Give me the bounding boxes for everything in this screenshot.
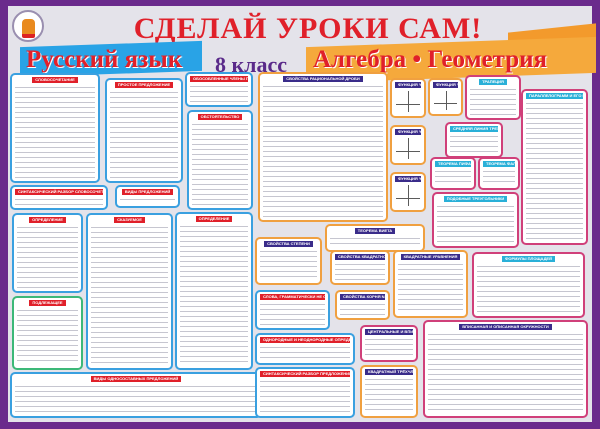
poster: СДЕЛАЙ УРОКИ САМ! Русский язык 8 класс А…	[8, 6, 596, 422]
section-one-part-sentences: Виды односоставных предложений	[10, 372, 262, 418]
section-title: Функция y = √x	[395, 176, 421, 182]
section-title: Параллелограмм и его виды	[526, 93, 583, 99]
section-inscribed-circles: Вписанная и описанная окружности	[423, 320, 588, 418]
section-title: Средняя линия треугольника	[450, 126, 498, 132]
section-title: Функция y = k/x	[395, 82, 421, 88]
section-quadratic-equations: Квадратные уравнения	[393, 250, 468, 318]
section-thales: Теорема Фалеса	[478, 157, 520, 190]
section-title: Обстоятельство	[197, 114, 243, 120]
section-sentence-types: Виды предложений	[115, 185, 180, 208]
section-title: Свойства корня n-й степени	[340, 294, 385, 300]
section-title: Определение	[195, 216, 233, 222]
section-title: Функция y = x²	[395, 129, 421, 135]
poster-title: СДЕЛАЙ УРОКИ САМ!	[133, 12, 483, 45]
section-title: Виды односоставных предложений	[90, 376, 182, 382]
section-vieta: Теорема Виета	[325, 224, 425, 252]
section-trapezoid: Трапеция	[465, 75, 521, 120]
section-function-cube: Функция y = x³	[428, 78, 463, 116]
section-title: Синтаксический разбор предложения	[260, 371, 350, 377]
section-title: Подлежащее	[29, 300, 66, 306]
section-quadratic-trinomial: Квадратный трёхчлен	[360, 365, 418, 418]
section-attribute-2: Определение	[175, 212, 253, 370]
section-title: Виды предложений	[121, 189, 174, 195]
section-title: Словосочетание	[32, 77, 78, 83]
section-title: Сказуемое	[114, 217, 145, 223]
section-title: Вписанная и описанная окружности	[459, 324, 552, 330]
section-title: Теорема Виета	[354, 228, 396, 234]
section-unrelated-words: Слова, грамматически не связанные с член…	[255, 290, 330, 330]
section-homogeneous-attributes: Однородные и неоднородные определения	[255, 333, 355, 365]
section-title: Слова, грамматически не связанные с член…	[260, 294, 325, 300]
section-phrase-analysis: Синтаксический разбор словосочетания	[10, 185, 108, 210]
section-central-angles: Центральные и вписанные углы	[360, 325, 418, 362]
section-pythagoras: Теорема Пифагора	[430, 157, 476, 190]
section-title: Трапеция	[479, 79, 507, 85]
section-rational-fraction: Свойства рациональной дроби	[258, 72, 388, 222]
section-isolated-members: Обособленные члены предложения	[185, 72, 253, 107]
section-title: Простое предложение	[114, 82, 174, 88]
section-similar-triangles: Подобные треугольники	[432, 192, 519, 248]
section-title: Свойства степени	[264, 241, 313, 247]
section-title: Теорема Пифагора	[435, 161, 471, 167]
section-title: Квадратные уравнения	[400, 254, 461, 260]
math-heading: Алгебра • Геометрия	[313, 46, 548, 73]
section-title: Свойства рациональной дроби	[283, 76, 363, 82]
section-title: Обособленные члены предложения	[190, 76, 248, 82]
section-title: Однородные и неоднородные определения	[260, 337, 350, 343]
section-function-square: Функция y = x²	[390, 125, 426, 165]
section-attribute: Определение	[12, 213, 83, 293]
russian-heading: Русский язык	[26, 46, 183, 73]
section-nth-root: Свойства корня n-й степени	[335, 290, 390, 320]
section-simple-sentence: Простое предложение	[105, 78, 183, 183]
section-title: Формулы площадей	[502, 256, 555, 262]
section-phrase: Словосочетание	[10, 73, 100, 183]
section-function-k-over-x: Функция y = k/x	[390, 78, 426, 118]
section-adverbial: Обстоятельство	[187, 110, 253, 210]
section-area-formulas: Формулы площадей	[472, 252, 585, 318]
section-title: Квадратный трёхчлен	[365, 369, 413, 375]
section-title: Теорема Фалеса	[483, 161, 515, 167]
section-title: Центральные и вписанные углы	[365, 329, 413, 335]
section-midline: Средняя линия треугольника	[445, 122, 503, 158]
section-sentence-analysis: Синтаксический разбор предложения	[255, 367, 355, 418]
section-title: Подобные треугольники	[443, 196, 508, 202]
section-predicate: Сказуемое	[86, 213, 173, 370]
section-sqrt-properties: Свойства квадратного (арифметического) к…	[330, 250, 390, 285]
section-subject: Подлежащее	[12, 296, 83, 370]
section-parallelogram: Параллелограмм и его виды	[521, 89, 588, 245]
section-title: Функция y = x³	[433, 82, 458, 88]
section-title: Определение	[29, 217, 66, 223]
section-function-sqrt: Функция y = √x	[390, 172, 426, 212]
section-power-properties: Свойства степени	[255, 237, 322, 285]
publisher-logo	[12, 10, 44, 42]
section-title: Синтаксический разбор словосочетания	[15, 189, 103, 195]
section-title: Свойства квадратного (арифметического) к…	[335, 254, 385, 260]
